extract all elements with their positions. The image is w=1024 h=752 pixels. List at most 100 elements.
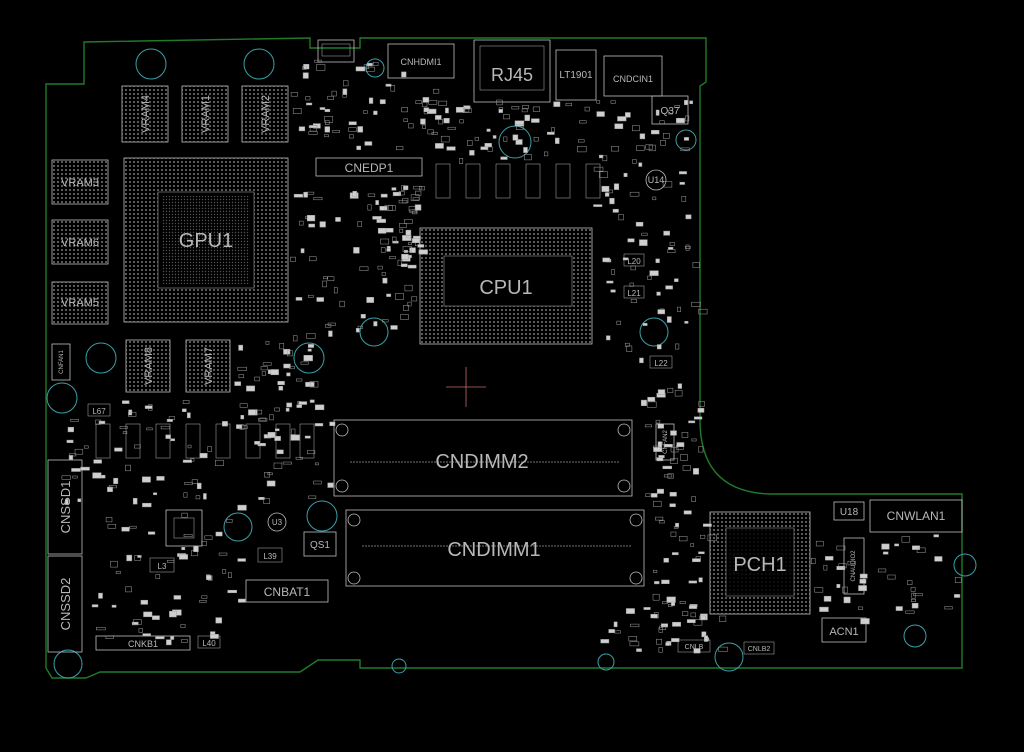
- smd-pad: [199, 453, 208, 459]
- smd-pad: [319, 107, 326, 110]
- smd-pad: [332, 130, 340, 133]
- smd-pad: [610, 289, 616, 293]
- smd-pad: [131, 621, 139, 626]
- smd-pad: [380, 193, 388, 198]
- smd-pad: [630, 623, 640, 628]
- smd-pad: [427, 129, 434, 135]
- l40-label: L40: [202, 639, 216, 648]
- smd-pad: [293, 335, 298, 342]
- smd-pad: [71, 468, 81, 472]
- smd-pad: [679, 601, 686, 604]
- mounting-hole: [359, 317, 389, 347]
- smd-pad: [91, 604, 99, 608]
- vram-bottom-row: VRAM8 VRAM7: [125, 339, 231, 393]
- smd-pad: [191, 479, 198, 484]
- smd-pad: [655, 258, 660, 263]
- smd-pad: [823, 595, 832, 602]
- smd-pad: [656, 638, 662, 645]
- smd-pad: [238, 598, 246, 603]
- cnbat1-label: CNBAT1: [264, 585, 311, 599]
- vram-left-column: VRAM3 VRAM6 VRAM5: [51, 159, 109, 325]
- smd-pad: [298, 401, 308, 405]
- smd-pad: [309, 399, 315, 403]
- smd-pad: [404, 249, 408, 253]
- smd-pad: [629, 191, 640, 197]
- smd-pad: [654, 581, 660, 585]
- smd-pad: [484, 143, 492, 148]
- smd-pad: [688, 420, 696, 424]
- smd-pad: [624, 342, 630, 347]
- smd-pad: [670, 458, 678, 464]
- smd-pad: [894, 543, 899, 547]
- smd-pad: [295, 456, 303, 460]
- smd-pad: [138, 628, 143, 633]
- smd-pad: [614, 630, 621, 634]
- smd-pad: [565, 102, 572, 107]
- cnssd1-label: CNSSD1: [58, 481, 73, 534]
- smd-pad: [516, 123, 524, 130]
- smd-pad: [306, 333, 316, 339]
- smd-pad: [645, 493, 651, 497]
- smd-pad: [610, 269, 615, 275]
- smd-pad: [305, 381, 315, 387]
- smd-pad: [390, 325, 398, 330]
- vram8-label: VRAM8: [143, 347, 155, 385]
- smd-pad: [842, 586, 848, 594]
- smd-pad: [419, 186, 425, 191]
- smd-pad: [314, 462, 319, 466]
- smd-pad: [656, 457, 664, 462]
- smd-pad: [355, 66, 366, 72]
- l39-label: L39: [263, 552, 277, 561]
- smd-pad: [269, 414, 274, 421]
- smd-pad: [309, 381, 319, 388]
- smd-pad: [181, 547, 186, 551]
- smd-pad: [667, 387, 674, 393]
- pch-package: PCH1: [709, 511, 811, 615]
- smd-pad: [248, 409, 258, 416]
- smd-pad: [671, 552, 679, 556]
- smd-pad: [819, 606, 829, 612]
- smd-pad: [356, 145, 361, 150]
- smd-pad: [629, 282, 634, 287]
- smd-pad: [201, 541, 207, 546]
- vram7-label: VRAM7: [203, 347, 215, 385]
- smd-pad: [166, 560, 175, 563]
- smd-pad: [612, 208, 619, 213]
- smd-pad: [293, 193, 303, 198]
- smd-pad: [521, 108, 528, 113]
- smd-pad: [110, 560, 118, 568]
- smd-pad: [343, 80, 349, 87]
- smd-pad: [392, 240, 399, 244]
- smd-pad: [555, 137, 560, 144]
- l67-label: L67: [92, 407, 106, 416]
- smd-pad: [617, 116, 627, 122]
- smd-pad: [693, 648, 701, 654]
- smd-pad: [650, 613, 658, 619]
- smd-pad: [653, 569, 658, 573]
- smd-pad: [142, 502, 152, 508]
- smd-pad: [363, 110, 368, 114]
- smd-pad: [401, 71, 407, 78]
- smd-pad: [704, 635, 708, 642]
- smd-pad: [407, 301, 412, 307]
- smd-pad: [403, 118, 408, 122]
- smd-pad: [331, 90, 337, 97]
- cnfan2-label: CNFAN2: [663, 430, 669, 454]
- smd-pad: [101, 474, 106, 479]
- smd-pad: [647, 401, 657, 408]
- smd-pad: [132, 498, 138, 505]
- smd-pad: [593, 204, 603, 207]
- smd-pad: [327, 322, 336, 326]
- smd-pad: [125, 464, 131, 472]
- smd-pad: [238, 374, 244, 379]
- smd-pad: [227, 589, 237, 594]
- cnkb1-label: CNKB1: [128, 639, 158, 649]
- smd-pad: [394, 293, 404, 300]
- smd-pad: [226, 519, 233, 523]
- smd-pad: [380, 247, 386, 253]
- smd-pad: [523, 147, 528, 153]
- smd-pad: [692, 558, 701, 563]
- smd-pad: [93, 459, 102, 464]
- smd-pad: [207, 446, 212, 452]
- smd-pad: [911, 602, 919, 609]
